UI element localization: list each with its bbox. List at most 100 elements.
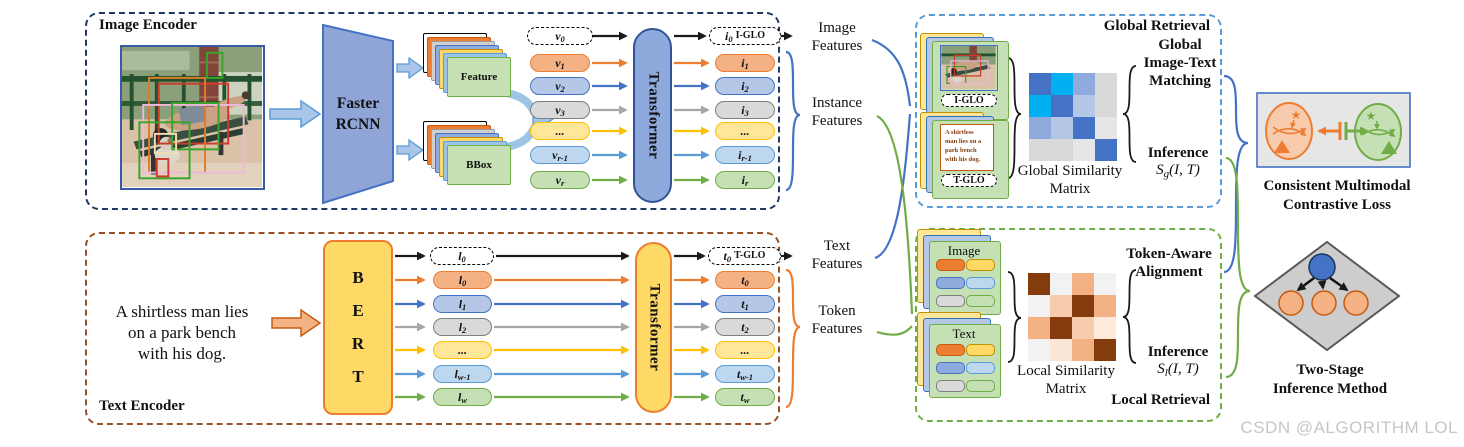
global-similarity-matrix — [1029, 73, 1117, 161]
feature-stack: Feature — [423, 33, 511, 97]
token-features-brace — [785, 268, 801, 409]
photo-to-rcnn-arrow — [269, 99, 322, 129]
loss-brace — [1223, 74, 1249, 274]
image-path-arrows — [592, 31, 793, 185]
leaf-node — [1311, 290, 1337, 316]
image-encoder-box — [85, 12, 780, 210]
matrix-cell — [1050, 273, 1072, 295]
local-alignment-label: Token-Aware Alignment — [1126, 246, 1212, 280]
token-chip — [936, 295, 965, 307]
local-alignment-brace — [1122, 269, 1137, 364]
rcnn-to-feature-arrow — [396, 56, 425, 80]
matrix-cell — [1050, 339, 1072, 361]
star-icon: ★ — [1291, 108, 1302, 122]
push-apart-icon — [1317, 122, 1369, 140]
matrix-cell — [1095, 95, 1117, 117]
local-text-stack-label: Text — [952, 326, 976, 341]
token-chip — [936, 344, 965, 356]
global-matching-brace — [1122, 65, 1137, 163]
matrix-cell — [1028, 273, 1050, 295]
token-chip — [966, 295, 995, 307]
local-retrieval-title: Local Retrieval — [1111, 392, 1210, 408]
token-chip — [936, 380, 965, 392]
global-matching-label: Global Image-Text Matching — [1143, 37, 1217, 89]
triangle-icon — [1381, 141, 1397, 154]
caption-to-bert-arrow — [271, 308, 322, 338]
token-chip — [966, 344, 995, 356]
text-transformer: Transformer — [635, 242, 672, 413]
matrix-cell — [1029, 139, 1051, 161]
two-stage-title: Two-Stage Inference Method — [1272, 362, 1388, 397]
text-encoder-box — [85, 232, 780, 425]
text-encoder-title: Text Encoder — [99, 398, 185, 414]
token-chip — [936, 362, 965, 374]
image-transformer: Transformer — [633, 28, 672, 203]
text-path-arrows — [395, 251, 793, 402]
matrix-cell — [1073, 139, 1095, 161]
token-chip — [966, 380, 995, 392]
global-inference-formula: Sg(I, T) — [1156, 162, 1200, 180]
token-chip — [966, 277, 995, 289]
matrix-cell — [1029, 117, 1051, 139]
matrix-cell — [1051, 95, 1073, 117]
matrix-cell — [1072, 273, 1094, 295]
rcnn-to-bbox-arrow — [396, 138, 425, 162]
iglo-pill: I-GLO — [941, 94, 997, 107]
photo-scene — [122, 47, 262, 187]
global-stack-brace — [1007, 57, 1022, 179]
global-converge-curves — [871, 38, 912, 260]
matrix-cell — [1095, 73, 1117, 95]
local-stack-brace — [1007, 271, 1022, 363]
matrix-cell — [1029, 95, 1051, 117]
local-retrieval-box — [915, 228, 1222, 422]
matrix-cell — [1073, 95, 1095, 117]
global-photo-thumb — [940, 45, 998, 91]
matrix-cell — [1028, 295, 1050, 317]
feature-card: Feature — [447, 57, 511, 97]
matrix-cell — [1050, 295, 1072, 317]
token-chip — [936, 259, 965, 271]
global-inference-label: Inference — [1147, 145, 1209, 161]
matrix-cell — [1073, 117, 1095, 139]
bert-block: B E R T — [323, 240, 393, 415]
tglo-pill: T-GLO — [941, 174, 997, 187]
matrix-cell — [1094, 273, 1116, 295]
matrix-cell — [1073, 73, 1095, 95]
matrix-cell — [1050, 317, 1072, 339]
matrix-cell — [1051, 73, 1073, 95]
contrastive-loss-title: Consistent Multimodal Contrastive Loss — [1263, 178, 1411, 213]
local-similarity-matrix — [1028, 273, 1116, 361]
token-i-ellipsis: ... — [715, 122, 775, 140]
leaf-node — [1278, 290, 1304, 316]
token-t-ellipsis: ... — [715, 341, 775, 359]
root-node — [1308, 253, 1336, 281]
matrix-cell — [1072, 317, 1094, 339]
star-icon: ★ — [1366, 109, 1377, 123]
token-chip — [966, 362, 995, 374]
matrix-cell — [1028, 317, 1050, 339]
